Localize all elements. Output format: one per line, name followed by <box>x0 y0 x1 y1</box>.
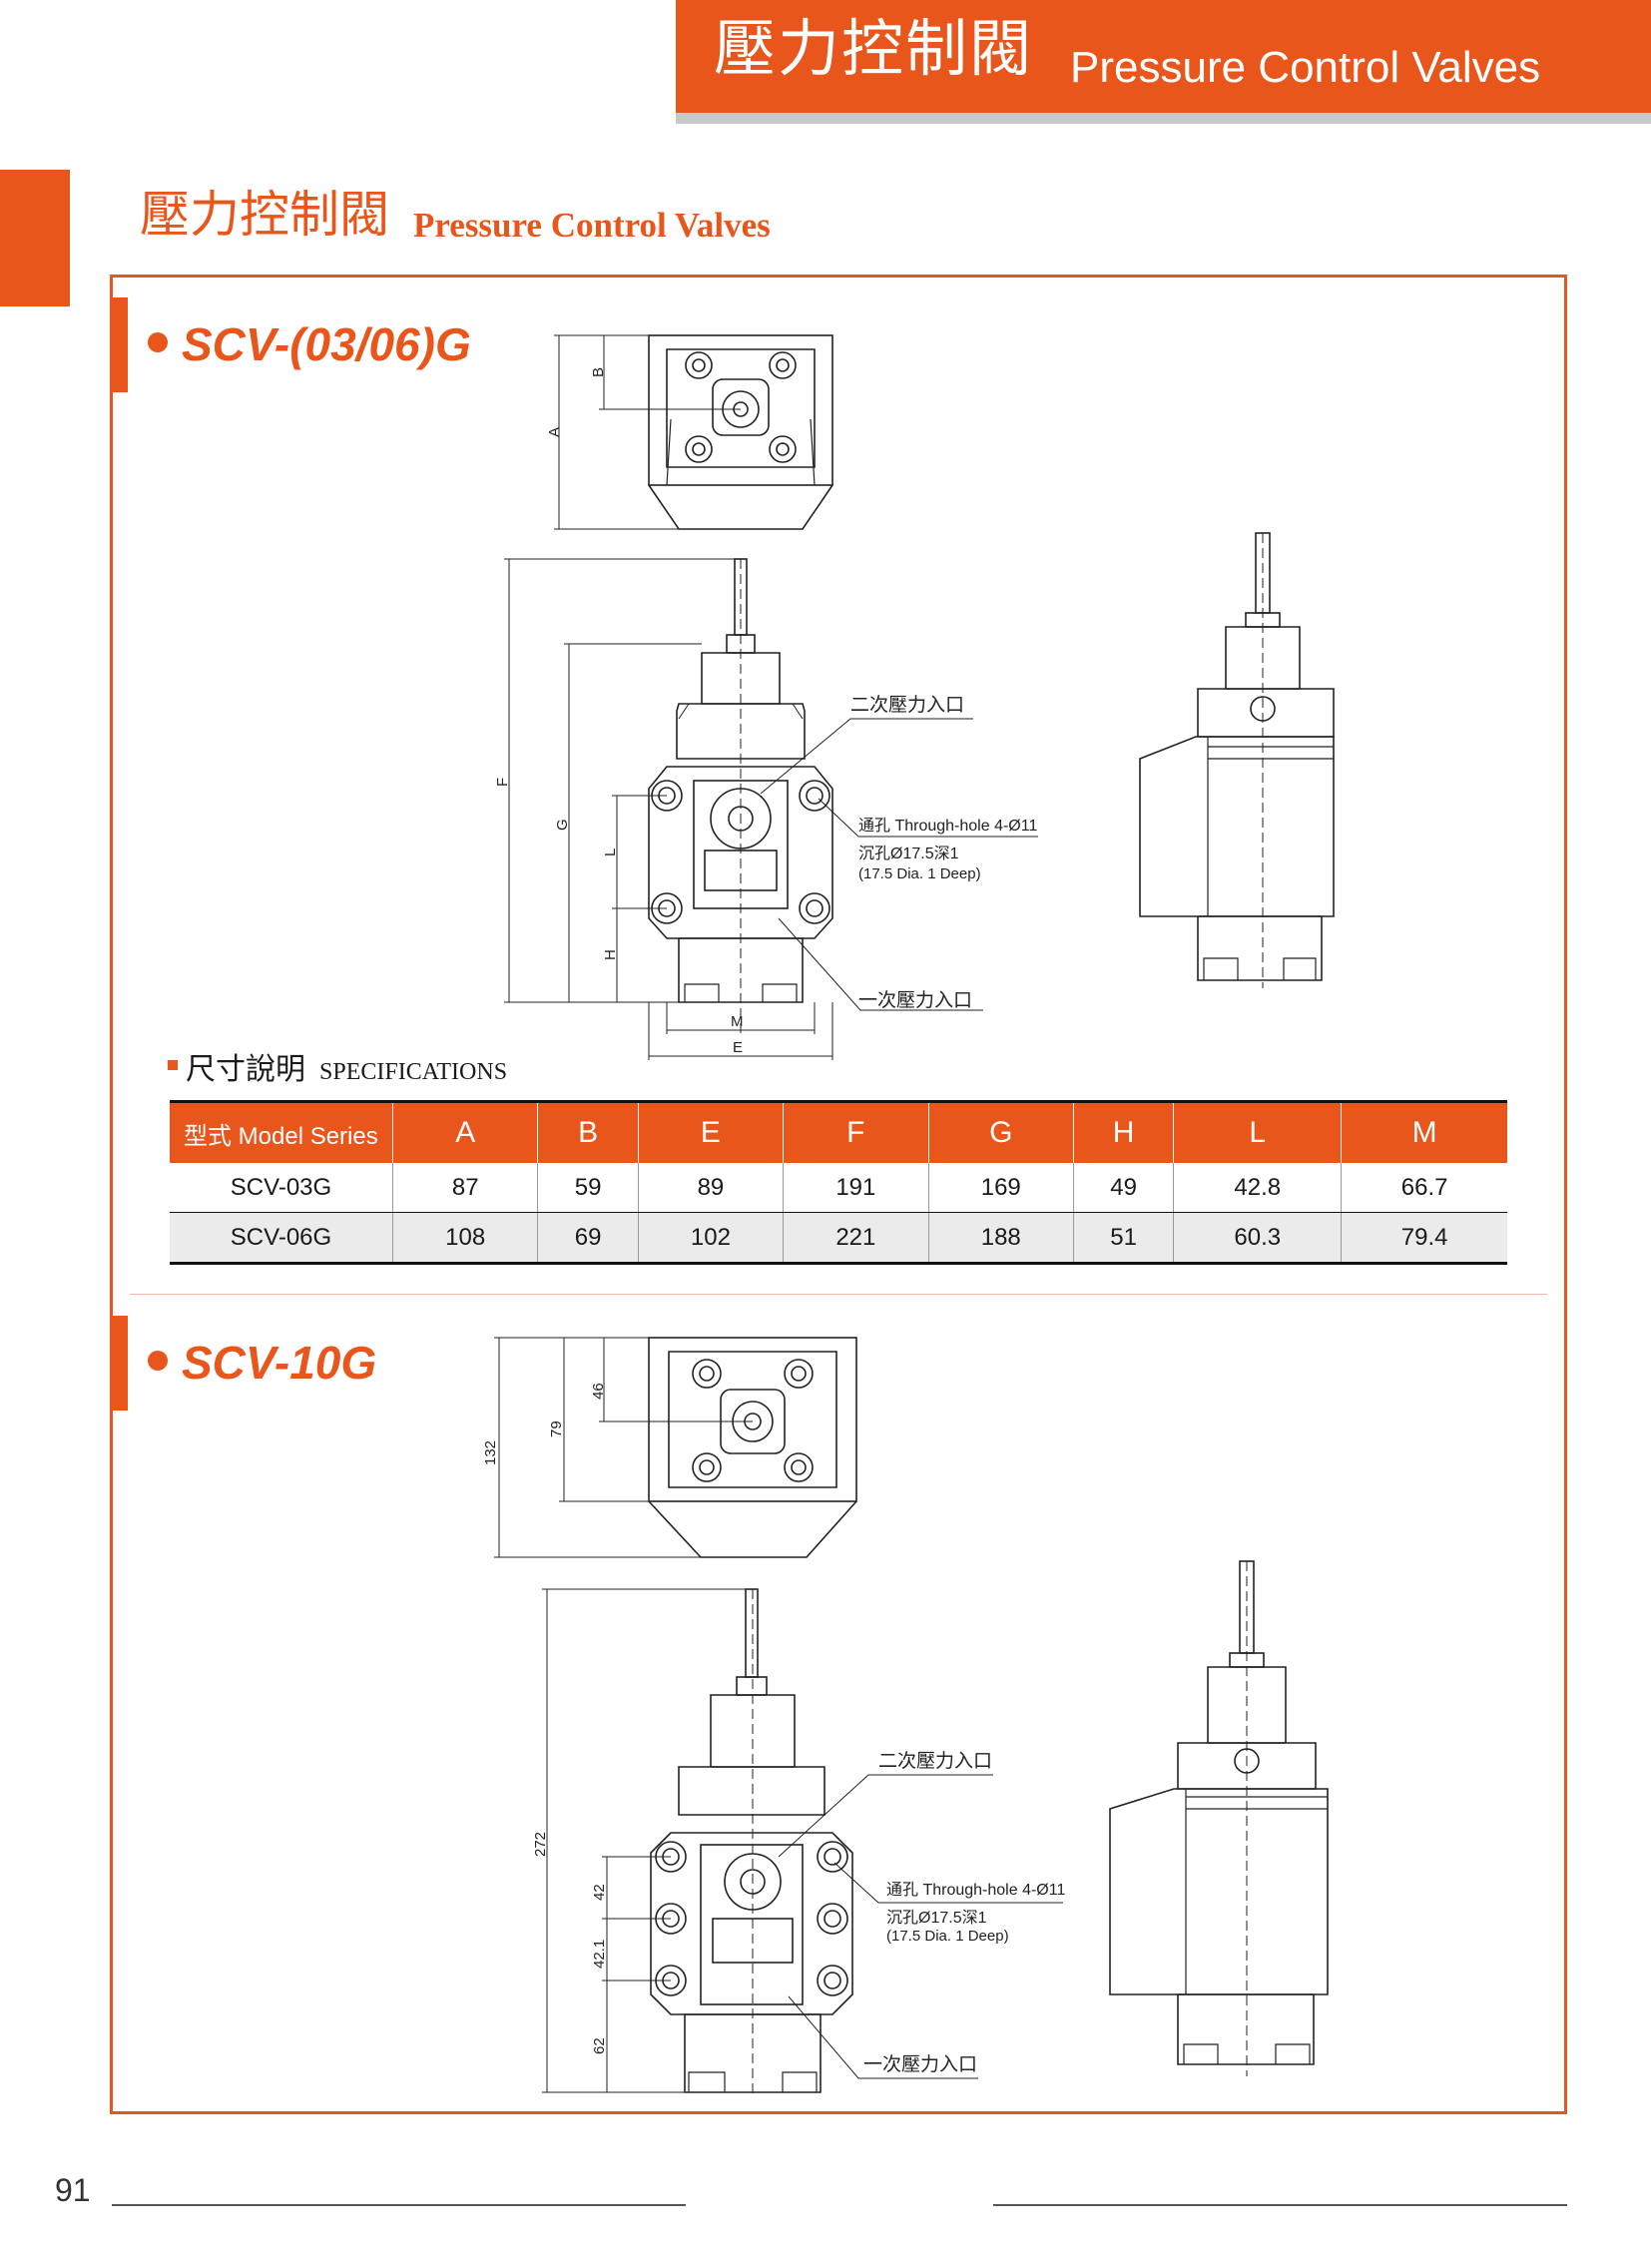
square-bullet-icon <box>168 1059 178 1070</box>
callout-secondary: 二次壓力入口 <box>850 694 964 716</box>
dim-label-272: 272 <box>532 1832 549 1857</box>
dim-label-h: H <box>602 949 619 960</box>
dim-label-l: L <box>602 849 619 856</box>
model-title: SCV-10G <box>148 1340 376 1386</box>
col-header: B <box>537 1100 639 1163</box>
table-row: SCV-03G 87 59 89 191 169 49 42.8 66.7 <box>170 1163 1507 1213</box>
col-header: G <box>927 1100 1074 1163</box>
section-divider <box>130 1294 1547 1295</box>
content-frame <box>110 275 1567 2114</box>
dim-label-a: A <box>546 427 563 437</box>
model-title: SCV-(03/06)G <box>148 321 471 367</box>
table-cell: 42.8 <box>1173 1163 1342 1213</box>
callout-through-hole: 通孔 Through-hole 4-Ø11 <box>858 817 1037 835</box>
col-header: E <box>637 1100 784 1163</box>
table-cell: 102 <box>637 1212 784 1265</box>
scv-03-06-drawing: B A F G L H M E 二次壓力入口 通孔 Through-hole 4… <box>494 334 1335 1060</box>
callout-primary: 一次壓力入口 <box>863 2053 977 2075</box>
header-banner: 壓力控制閥 Pressure Control Valves <box>676 0 1651 113</box>
bullet-icon <box>148 331 168 352</box>
section-title-en: Pressure Control Valves <box>413 206 771 245</box>
scv-10g-drawing: 46 79 132 272 42 42.1 62 二次壓力入口 通孔 Throu… <box>482 1337 1329 2096</box>
table-header-row: 型式 Model Series A B E F G H L M <box>170 1100 1507 1163</box>
table-cell: 191 <box>783 1163 929 1213</box>
table-cell: 51 <box>1072 1212 1174 1265</box>
bullet-icon <box>148 1350 168 1371</box>
table-cell: 49 <box>1072 1163 1174 1213</box>
col-header: L <box>1173 1100 1342 1163</box>
specs-table: 型式 Model Series A B E F G H L M SCV-03G … <box>170 1100 1507 1265</box>
header-underline <box>676 113 1651 124</box>
table-cell: 87 <box>391 1163 538 1213</box>
callout-counterbore-en: (17.5 Dia. 1 Deep) <box>886 1928 1009 1945</box>
table-row: SCV-06G 108 69 102 221 188 51 60.3 79.4 <box>170 1212 1507 1265</box>
dim-label-42-1: 42.1 <box>591 1940 608 1969</box>
header-title-zh: 壓力控制閥 <box>714 12 1034 85</box>
col-header: F <box>783 1100 929 1163</box>
table-cell: 108 <box>391 1212 538 1265</box>
table-cell: 66.7 <box>1341 1163 1507 1213</box>
table-cell: SCV-03G <box>170 1163 393 1213</box>
dim-label-e: E <box>733 1039 743 1056</box>
footer-rule-left <box>112 2204 686 2206</box>
dim-label-46: 46 <box>590 1383 607 1400</box>
page-number: 91 <box>55 2172 91 2208</box>
table-cell: 89 <box>637 1163 784 1213</box>
col-header: H <box>1072 1100 1174 1163</box>
table-cell: 69 <box>537 1212 639 1265</box>
footer-rule-right <box>993 2204 1567 2206</box>
dim-label-b: B <box>590 367 607 377</box>
dim-label-f: F <box>494 778 511 787</box>
col-header: M <box>1341 1100 1507 1163</box>
dim-label-79: 79 <box>548 1420 565 1437</box>
callout-counterbore: 沉孔Ø17.5深1 <box>858 845 959 862</box>
callout-primary: 一次壓力入口 <box>858 989 972 1011</box>
table-cell: 188 <box>927 1212 1074 1265</box>
model-accent-bar <box>110 1316 128 1411</box>
dim-label-g: G <box>554 819 571 831</box>
col-header: A <box>391 1100 538 1163</box>
dim-label-m: M <box>731 1013 744 1030</box>
dim-label-132: 132 <box>482 1440 499 1465</box>
dim-label-62: 62 <box>591 2037 608 2054</box>
table-cell: 59 <box>537 1163 639 1213</box>
callout-counterbore-en: (17.5 Dia. 1 Deep) <box>858 865 981 882</box>
table-cell: 60.3 <box>1173 1212 1342 1265</box>
header-title-en: Pressure Control Valves <box>1070 43 1541 92</box>
table-cell: SCV-06G <box>170 1212 393 1265</box>
callout-secondary: 二次壓力入口 <box>878 1750 992 1772</box>
table-cell: 169 <box>927 1163 1074 1213</box>
table-cell: 79.4 <box>1341 1212 1507 1265</box>
callout-counterbore: 沉孔Ø17.5深1 <box>886 1909 987 1927</box>
table-cell: 221 <box>783 1212 929 1265</box>
dim-label-42: 42 <box>591 1884 608 1901</box>
section-title-zh: 壓力控制閥 <box>140 186 389 244</box>
col-header: 型式 Model Series <box>170 1100 393 1163</box>
side-tab <box>0 170 70 306</box>
model-accent-bar <box>110 297 128 392</box>
callout-through-hole: 通孔 Through-hole 4-Ø11 <box>886 1881 1065 1899</box>
